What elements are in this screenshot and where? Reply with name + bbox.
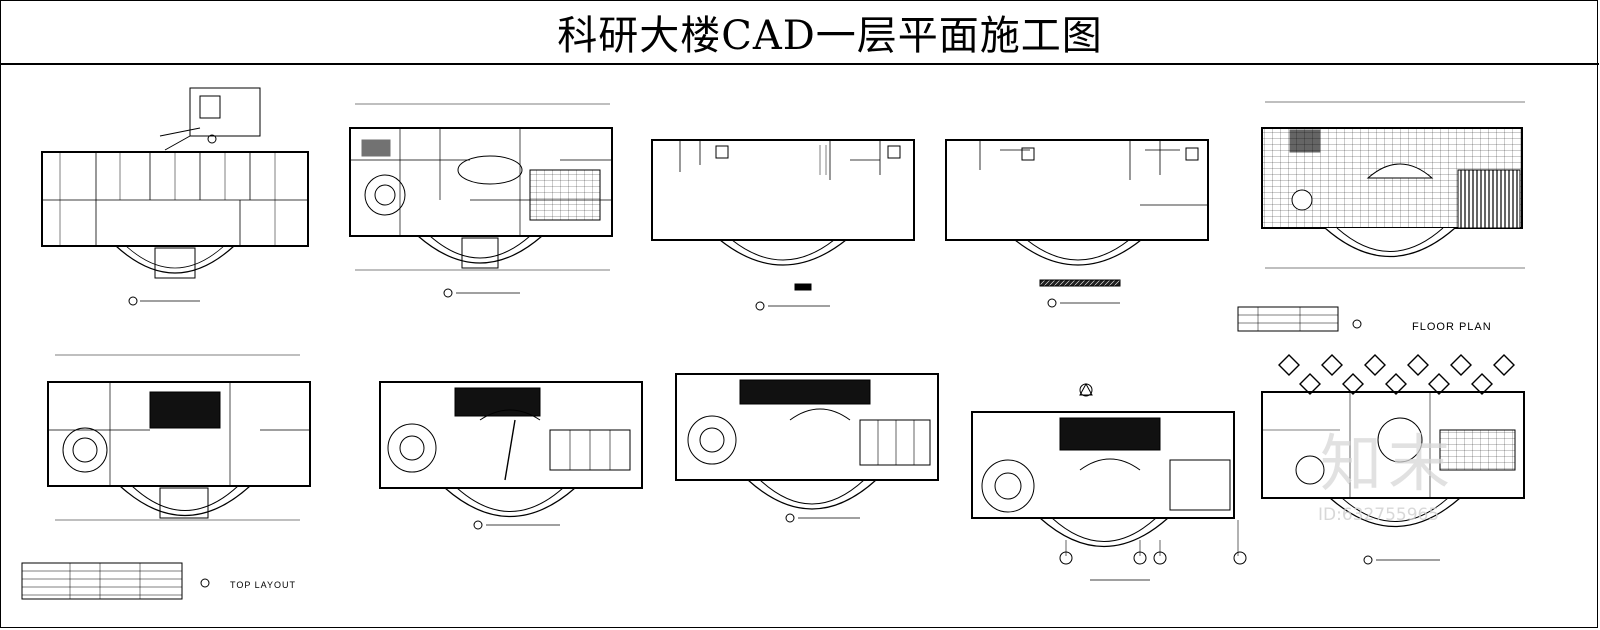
top-layout-label: TOP LAYOUT: [230, 580, 296, 590]
watermark-logo: 知末: [1320, 427, 1456, 500]
plan-top-size: [379, 381, 643, 530]
title-band: 科研大楼CAD一层平面施工图: [1, 1, 1599, 65]
plan-lamp-position: [675, 373, 939, 523]
drawing-title: 科研大楼CAD一层平面施工图: [557, 13, 1103, 59]
plan-ceiling-index: [971, 382, 1247, 581]
floor-plan-label: FLOOR PLAN: [1412, 321, 1492, 333]
plan-index-sheet: [1261, 354, 1525, 565]
plan-wall-type: [651, 139, 915, 311]
plan-original: [41, 87, 309, 306]
plan-top-layout: [21, 354, 311, 600]
plan-floor: [1237, 101, 1525, 332]
plan-furniture: [349, 103, 613, 298]
watermark-id: ID:632755965: [1318, 505, 1439, 525]
plan-building-wall: [945, 139, 1209, 308]
